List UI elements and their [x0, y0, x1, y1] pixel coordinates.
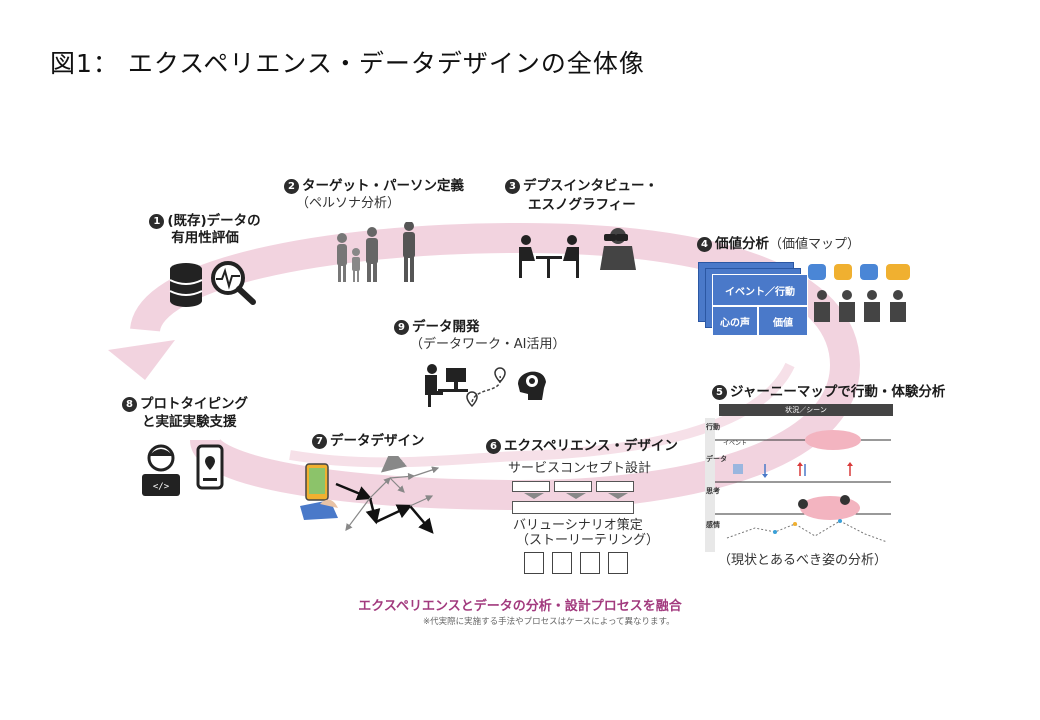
- step3-line2: エスノグラフィー: [528, 197, 636, 213]
- step7-number: 7: [312, 434, 327, 449]
- growth-bubble-icon: [886, 264, 910, 280]
- journey-row-emotion: 感情: [706, 521, 720, 529]
- step2-number: 2: [284, 179, 299, 194]
- storytelling-label: （ストーリーテリング）: [516, 533, 660, 548]
- step8-line2: と実証実験支援: [142, 414, 237, 430]
- journey-row-action: 行動: [706, 423, 720, 431]
- step2-line1: ターゲット・パーソン定義: [302, 178, 464, 194]
- value-event-cell: イベント／行動: [712, 274, 808, 306]
- journey-grid: [715, 430, 891, 543]
- journey-row-data: データ: [706, 455, 727, 463]
- phone-hand-icon: [300, 463, 338, 520]
- binoculars-person-icon: [600, 228, 636, 270]
- service-concept-label: サービスコンセプト設計: [508, 461, 652, 476]
- smartphone-location-icon: [196, 444, 224, 490]
- value-voice-cell: 心の声: [712, 306, 758, 336]
- family-silhouette-icon: [337, 222, 415, 282]
- step4-number: 4: [697, 237, 712, 252]
- step1-label: 1(既存)データの 有用性評価: [130, 213, 280, 247]
- journey-row-labels: [705, 418, 715, 552]
- svg-text:</>: </>: [153, 482, 170, 492]
- programmer-icon: </>: [142, 444, 180, 496]
- brain-gear-icon: [518, 371, 546, 400]
- arrow-network-icon: [335, 456, 440, 534]
- step5-sub: （現状とあるべき姿の分析）: [718, 553, 888, 568]
- step6-line1: エクスペリエンス・デザイン: [504, 438, 678, 454]
- step5-number: 5: [712, 385, 727, 400]
- step1-line1: (既存)データの: [167, 213, 261, 229]
- cycle-loop-arrowhead: [108, 340, 175, 380]
- concept-box-2: [554, 481, 592, 492]
- globe-bubble-icon: [834, 264, 852, 280]
- value-scenario-label: バリューシナリオ策定: [513, 518, 643, 533]
- scenario-box-1: [524, 552, 544, 574]
- meeting-people-icon: [814, 290, 906, 322]
- magnifier-pulse-icon: [211, 261, 256, 305]
- step4-line1: 価値分析: [715, 236, 769, 252]
- step2-sub: （ペルソナ分析）: [296, 196, 401, 211]
- step9-line1: データ開発: [412, 319, 480, 335]
- scenario-box-3: [580, 552, 600, 574]
- interview-table-icon: [519, 235, 579, 278]
- page-title: 図1： エクスペリエンス・データデザインの全体像: [50, 49, 645, 78]
- concept-summary-box: [512, 501, 634, 514]
- step4-sub: （価値マップ）: [769, 237, 861, 252]
- step8-number: 8: [122, 397, 137, 412]
- database-icon: [169, 263, 203, 307]
- step6-number: 6: [486, 439, 501, 454]
- journey-scene-bar: 状況／シーン: [719, 404, 893, 416]
- scenario-box-2: [552, 552, 572, 574]
- org-bubble-icon: [860, 264, 878, 280]
- developer-desk-icon: [425, 364, 468, 407]
- value-card-front: イベント／行動 心の声 価値: [712, 274, 808, 336]
- value-value-cell: 価値: [758, 306, 808, 336]
- step8-line1: プロトタイピング: [140, 396, 248, 412]
- concept-box-3: [596, 481, 634, 492]
- step3-line1: デプスインタビュー・: [523, 178, 658, 194]
- concept-box-1: [512, 481, 550, 492]
- step5-line1: ジャーニーマップで行動・体験分析: [730, 384, 946, 400]
- journey-event: イベント: [723, 440, 748, 447]
- concept-down-arrows: [524, 493, 628, 499]
- journey-row-thought: 思考: [706, 487, 720, 495]
- step3-number: 3: [505, 179, 520, 194]
- journey-map: 状況／シーン 行動 データ 思考 感情 イベント: [705, 404, 893, 552]
- step9-number: 9: [394, 320, 409, 335]
- footnote: ※代実際に実施する手法やプロセスはケースによって異なります。: [423, 617, 675, 627]
- value-map-cards: イベント／行動 心の声 価値: [698, 262, 808, 336]
- location-path-icon: [466, 367, 506, 408]
- cycle-loop-band: [130, 222, 861, 511]
- idea-bubble-icon: [808, 264, 826, 280]
- step9-sub: （データワーク・AI活用）: [410, 337, 566, 352]
- step7-line1: データデザイン: [330, 433, 425, 449]
- step1-number: 1: [149, 214, 165, 229]
- scenario-box-4: [608, 552, 628, 574]
- merge-caption: エクスペリエンスとデータの分析・設計プロセスを融合: [358, 599, 682, 614]
- step1-line2: 有用性評価: [171, 230, 239, 246]
